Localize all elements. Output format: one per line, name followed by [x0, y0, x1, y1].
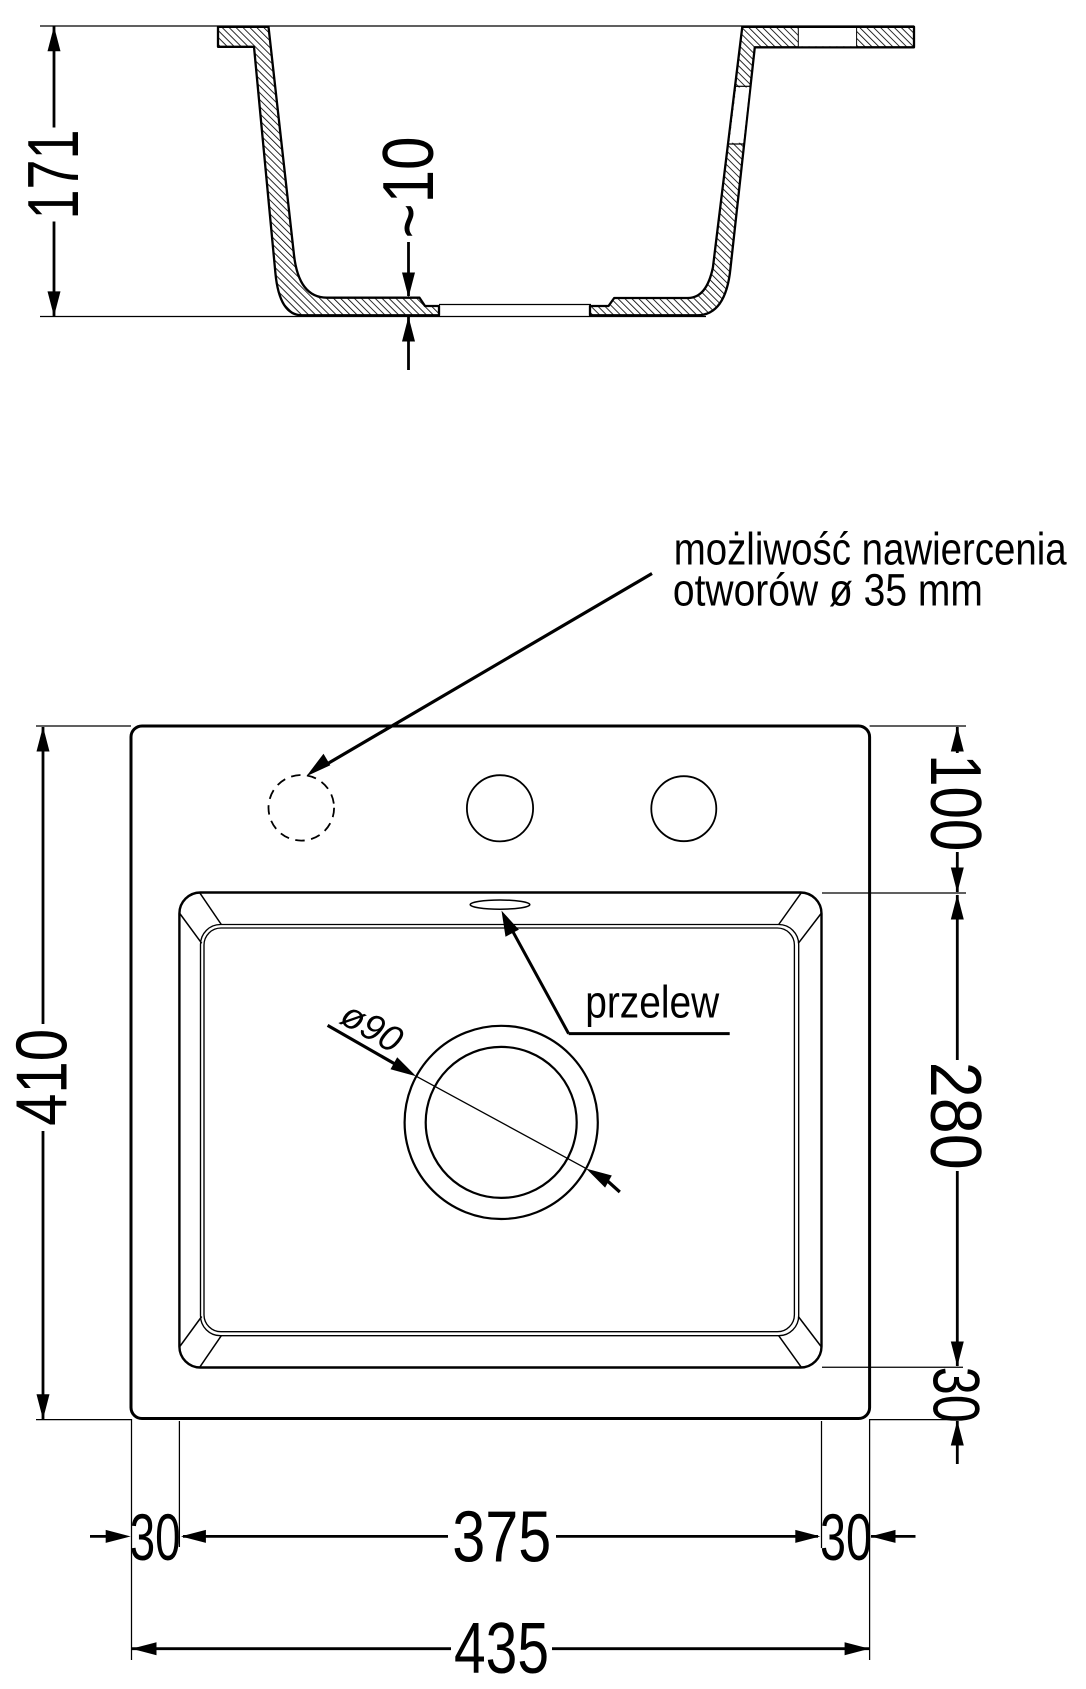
svg-text:100: 100 — [915, 754, 995, 851]
svg-text:~10: ~10 — [369, 137, 449, 239]
svg-text:30: 30 — [920, 1367, 994, 1423]
svg-text:30: 30 — [820, 1500, 872, 1574]
svg-text:171: 171 — [14, 130, 94, 220]
svg-text:możliwość nawiercenia: możliwość nawiercenia — [674, 524, 1068, 575]
svg-text:30: 30 — [130, 1500, 181, 1574]
svg-text:410: 410 — [3, 1029, 83, 1126]
svg-text:375: 375 — [452, 1498, 551, 1578]
svg-text:435: 435 — [454, 1609, 549, 1689]
svg-text:przelew: przelew — [585, 977, 719, 1028]
svg-text:otworów ø 35 mm: otworów ø 35 mm — [673, 565, 983, 616]
svg-text:280: 280 — [915, 1062, 995, 1170]
